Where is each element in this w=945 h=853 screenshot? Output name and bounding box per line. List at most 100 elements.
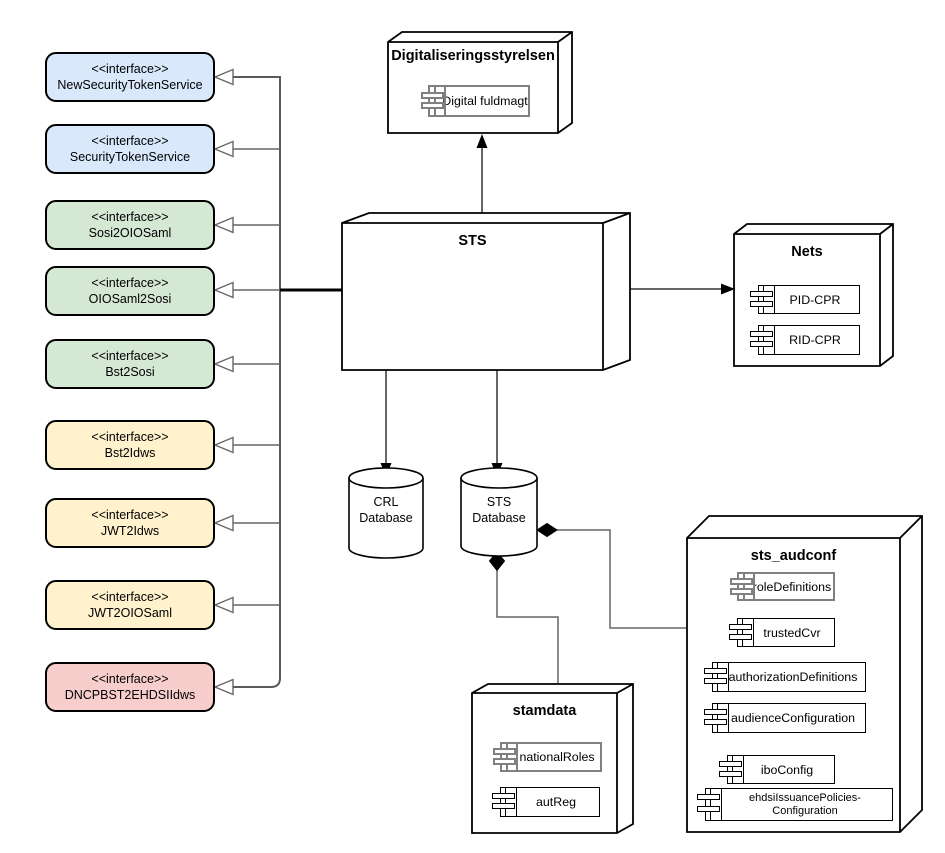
component-icon-tab: [730, 587, 753, 595]
component-icon: [717, 703, 729, 733]
component-icon-tab: [492, 792, 515, 799]
stereotype-label: <<interface>>: [91, 62, 169, 76]
interface-name: SecurityTokenService: [69, 150, 191, 164]
interface-jwt2oiosaml[interactable]: <<interface>> JWT2OIOSaml: [45, 580, 215, 630]
stereotype-label: <<interface>>: [91, 590, 169, 604]
component-icon: [710, 788, 722, 821]
component-pid-cpr[interactable]: PID-CPR: [750, 285, 860, 314]
component-roledefinitions[interactable]: roleDefinitions: [730, 572, 835, 601]
interface-name: NewSecurityTokenService: [57, 78, 203, 92]
component-icon-tab: [493, 748, 516, 756]
component-icon-tab: [697, 805, 720, 812]
component-label: audienceConfiguration: [731, 711, 855, 725]
interface-sosi2oiosaml[interactable]: <<interface>> Sosi2OIOSaml: [45, 200, 215, 250]
component-icon-tab: [719, 760, 742, 767]
component-icon-tab: [492, 803, 515, 810]
component-icon-tab: [730, 578, 753, 586]
node-title-nets: Nets: [791, 244, 823, 260]
stsdb-stamdata-line: [496, 570, 559, 683]
generalization-triangle-icon: [213, 436, 234, 454]
component-icon-tab: [493, 758, 516, 766]
sts-database-label: STS Database: [472, 495, 526, 525]
interface-name: Bst2Idws: [104, 446, 156, 460]
node-title-sts-audconf: sts_audconf: [750, 548, 837, 564]
stereotype-label: <<interface>>: [91, 508, 169, 522]
interface-name: DNCPBST2EHDSIIdws: [64, 688, 196, 702]
component-label: RID-CPR: [789, 333, 841, 347]
interface-securitytokenservice[interactable]: <<interface>> SecurityTokenService: [45, 124, 215, 174]
generalization-triangle-icon: [213, 68, 234, 86]
stereotype-label: <<interface>>: [91, 672, 169, 686]
generalization-triangle-icon: [213, 216, 234, 234]
component-label: Digital fuldmagt: [442, 94, 528, 108]
component-authorizationdefinitions[interactable]: authorizationDefinitions: [704, 662, 866, 692]
interface-bst2sosi[interactable]: <<interface>> Bst2Sosi: [45, 339, 215, 389]
interface-name: JWT2OIOSaml: [87, 606, 173, 620]
component-icon: [717, 662, 729, 692]
component-icon-tab: [421, 91, 444, 99]
stereotype-label: <<interface>>: [91, 134, 169, 148]
component-label: authorizationDefinitions: [728, 670, 858, 684]
stereotype-label: <<interface>>: [91, 430, 169, 444]
arrowhead-up-icon: [476, 134, 488, 148]
component-icon: [732, 755, 744, 784]
component-audienceconfiguration[interactable]: audienceConfiguration: [704, 703, 866, 733]
component-iboconfig[interactable]: iboConfig: [719, 755, 835, 784]
component-icon-tab: [750, 341, 773, 348]
component-icon: [743, 573, 755, 600]
component-icon: [434, 86, 446, 116]
component-icon: [742, 618, 754, 647]
component-icon-tab: [421, 102, 444, 110]
component-icon-tab: [729, 633, 752, 640]
interface-bus-line: [233, 76, 281, 688]
generalization-triangle-icon: [213, 140, 234, 158]
generalization-triangle-icon: [213, 596, 234, 614]
component-icon-tab: [729, 623, 752, 630]
stsdb-audconf-line: [557, 529, 686, 629]
component-label: roleDefinitions: [752, 579, 832, 594]
component-icon-tab: [750, 330, 773, 337]
interface-dncpbst2ehdsiidws[interactable]: <<interface>> DNCPBST2EHDSIIdws: [45, 662, 215, 712]
component-icon-tab: [719, 770, 742, 777]
interface-oiosaml2sosi[interactable]: <<interface>> OIOSaml2Sosi: [45, 266, 215, 316]
component-ehdsiissuancepolicies-configuration[interactable]: ehdsiIssuancePolicies- Configuration: [697, 788, 893, 821]
sts-database-cylinder[interactable]: [460, 467, 538, 557]
composition-diamond-icon: [536, 522, 558, 538]
interface-newsecuritytokenservice[interactable]: <<interface>> NewSecurityTokenService: [45, 52, 215, 102]
interface-name: Bst2Sosi: [105, 365, 155, 379]
component-nationalroles[interactable]: nationalRoles: [493, 742, 602, 772]
interface-bst2idws[interactable]: <<interface>> Bst2Idws: [45, 420, 215, 470]
component-icon-tab: [750, 290, 773, 297]
generalization-triangle-icon: [213, 678, 234, 696]
node-sts-box[interactable]: [341, 212, 631, 371]
component-icon: [763, 285, 775, 314]
component-label: trustedCvr: [763, 625, 821, 640]
component-trustedcvr[interactable]: trustedCvr: [729, 618, 835, 647]
interface-jwt2idws[interactable]: <<interface>> JWT2Idws: [45, 498, 215, 548]
component-label: iboConfig: [760, 762, 814, 777]
interface-name: Sosi2OIOSaml: [88, 226, 172, 240]
component-autreg[interactable]: autReg: [492, 787, 600, 817]
interface-name: JWT2Idws: [100, 524, 160, 538]
component-label: PID-CPR: [789, 292, 841, 307]
crl-database-label: CRL Database: [359, 495, 413, 525]
component-icon-tab: [697, 794, 720, 801]
component-icon-tab: [704, 667, 727, 674]
component-digital-fuldmagt[interactable]: Digital fuldmagt: [421, 85, 530, 117]
generalization-triangle-icon: [213, 355, 234, 373]
component-icon-tab: [704, 678, 727, 685]
component-label: ehdsiIssuancePolicies- Configuration: [749, 791, 861, 817]
stereotype-label: <<interface>>: [91, 276, 169, 290]
component-rid-cpr[interactable]: RID-CPR: [750, 325, 860, 355]
node-title-stamdata: stamdata: [512, 703, 577, 719]
component-icon-tab: [704, 708, 727, 715]
generalization-triangle-icon: [213, 281, 234, 299]
generalization-triangle-icon: [213, 514, 234, 532]
stereotype-label: <<interface>>: [91, 210, 169, 224]
crl-database-cylinder[interactable]: [348, 467, 424, 559]
stereotype-label: <<interface>>: [91, 349, 169, 363]
component-icon: [763, 325, 775, 355]
node-title-digitaliseringsstyrelsen: Digitaliseringsstyrelsen: [391, 48, 555, 64]
interface-name: OIOSaml2Sosi: [88, 292, 172, 306]
arrowhead-right-icon: [721, 283, 735, 295]
